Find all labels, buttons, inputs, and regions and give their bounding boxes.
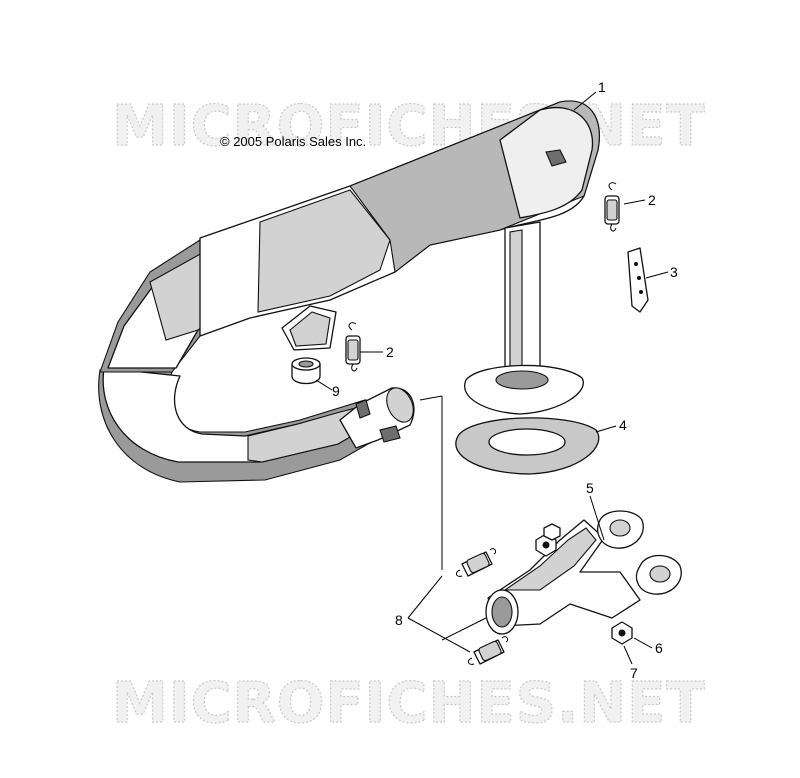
callout-labels: 1 2 2 3 4 5 6 7 8 9 (332, 79, 678, 681)
part-4-gasket (455, 417, 600, 475)
callout-2-lower: 2 (386, 344, 394, 360)
watermark-top: MICROFICHES.NET (112, 94, 706, 159)
leader-lines (315, 91, 669, 665)
part-2-spring-lower (345, 322, 361, 372)
callout-9: 9 (332, 383, 340, 399)
part-2-spring-upper (604, 182, 620, 232)
callout-3: 3 (670, 264, 678, 280)
part-8-spring-lower (467, 636, 509, 665)
callout-6: 6 (655, 640, 663, 656)
callout-5: 5 (586, 480, 594, 496)
callout-8: 8 (395, 612, 403, 628)
part-3-bracket (627, 247, 649, 313)
watermark-bottom: MICROFICHES.NET (112, 671, 706, 736)
copyright-text: © 2005 Polaris Sales Inc. (220, 134, 366, 149)
callout-2-upper: 2 (648, 192, 656, 208)
part-6-7-nuts (535, 523, 633, 645)
callout-1: 1 (598, 79, 606, 95)
part-8-spring-upper (455, 548, 497, 577)
part-9-grommet (291, 357, 321, 385)
callout-7: 7 (630, 665, 638, 681)
part-1-exhaust-silencer (98, 100, 600, 483)
part-5-y-manifold (485, 510, 682, 635)
callout-4: 4 (619, 417, 627, 433)
